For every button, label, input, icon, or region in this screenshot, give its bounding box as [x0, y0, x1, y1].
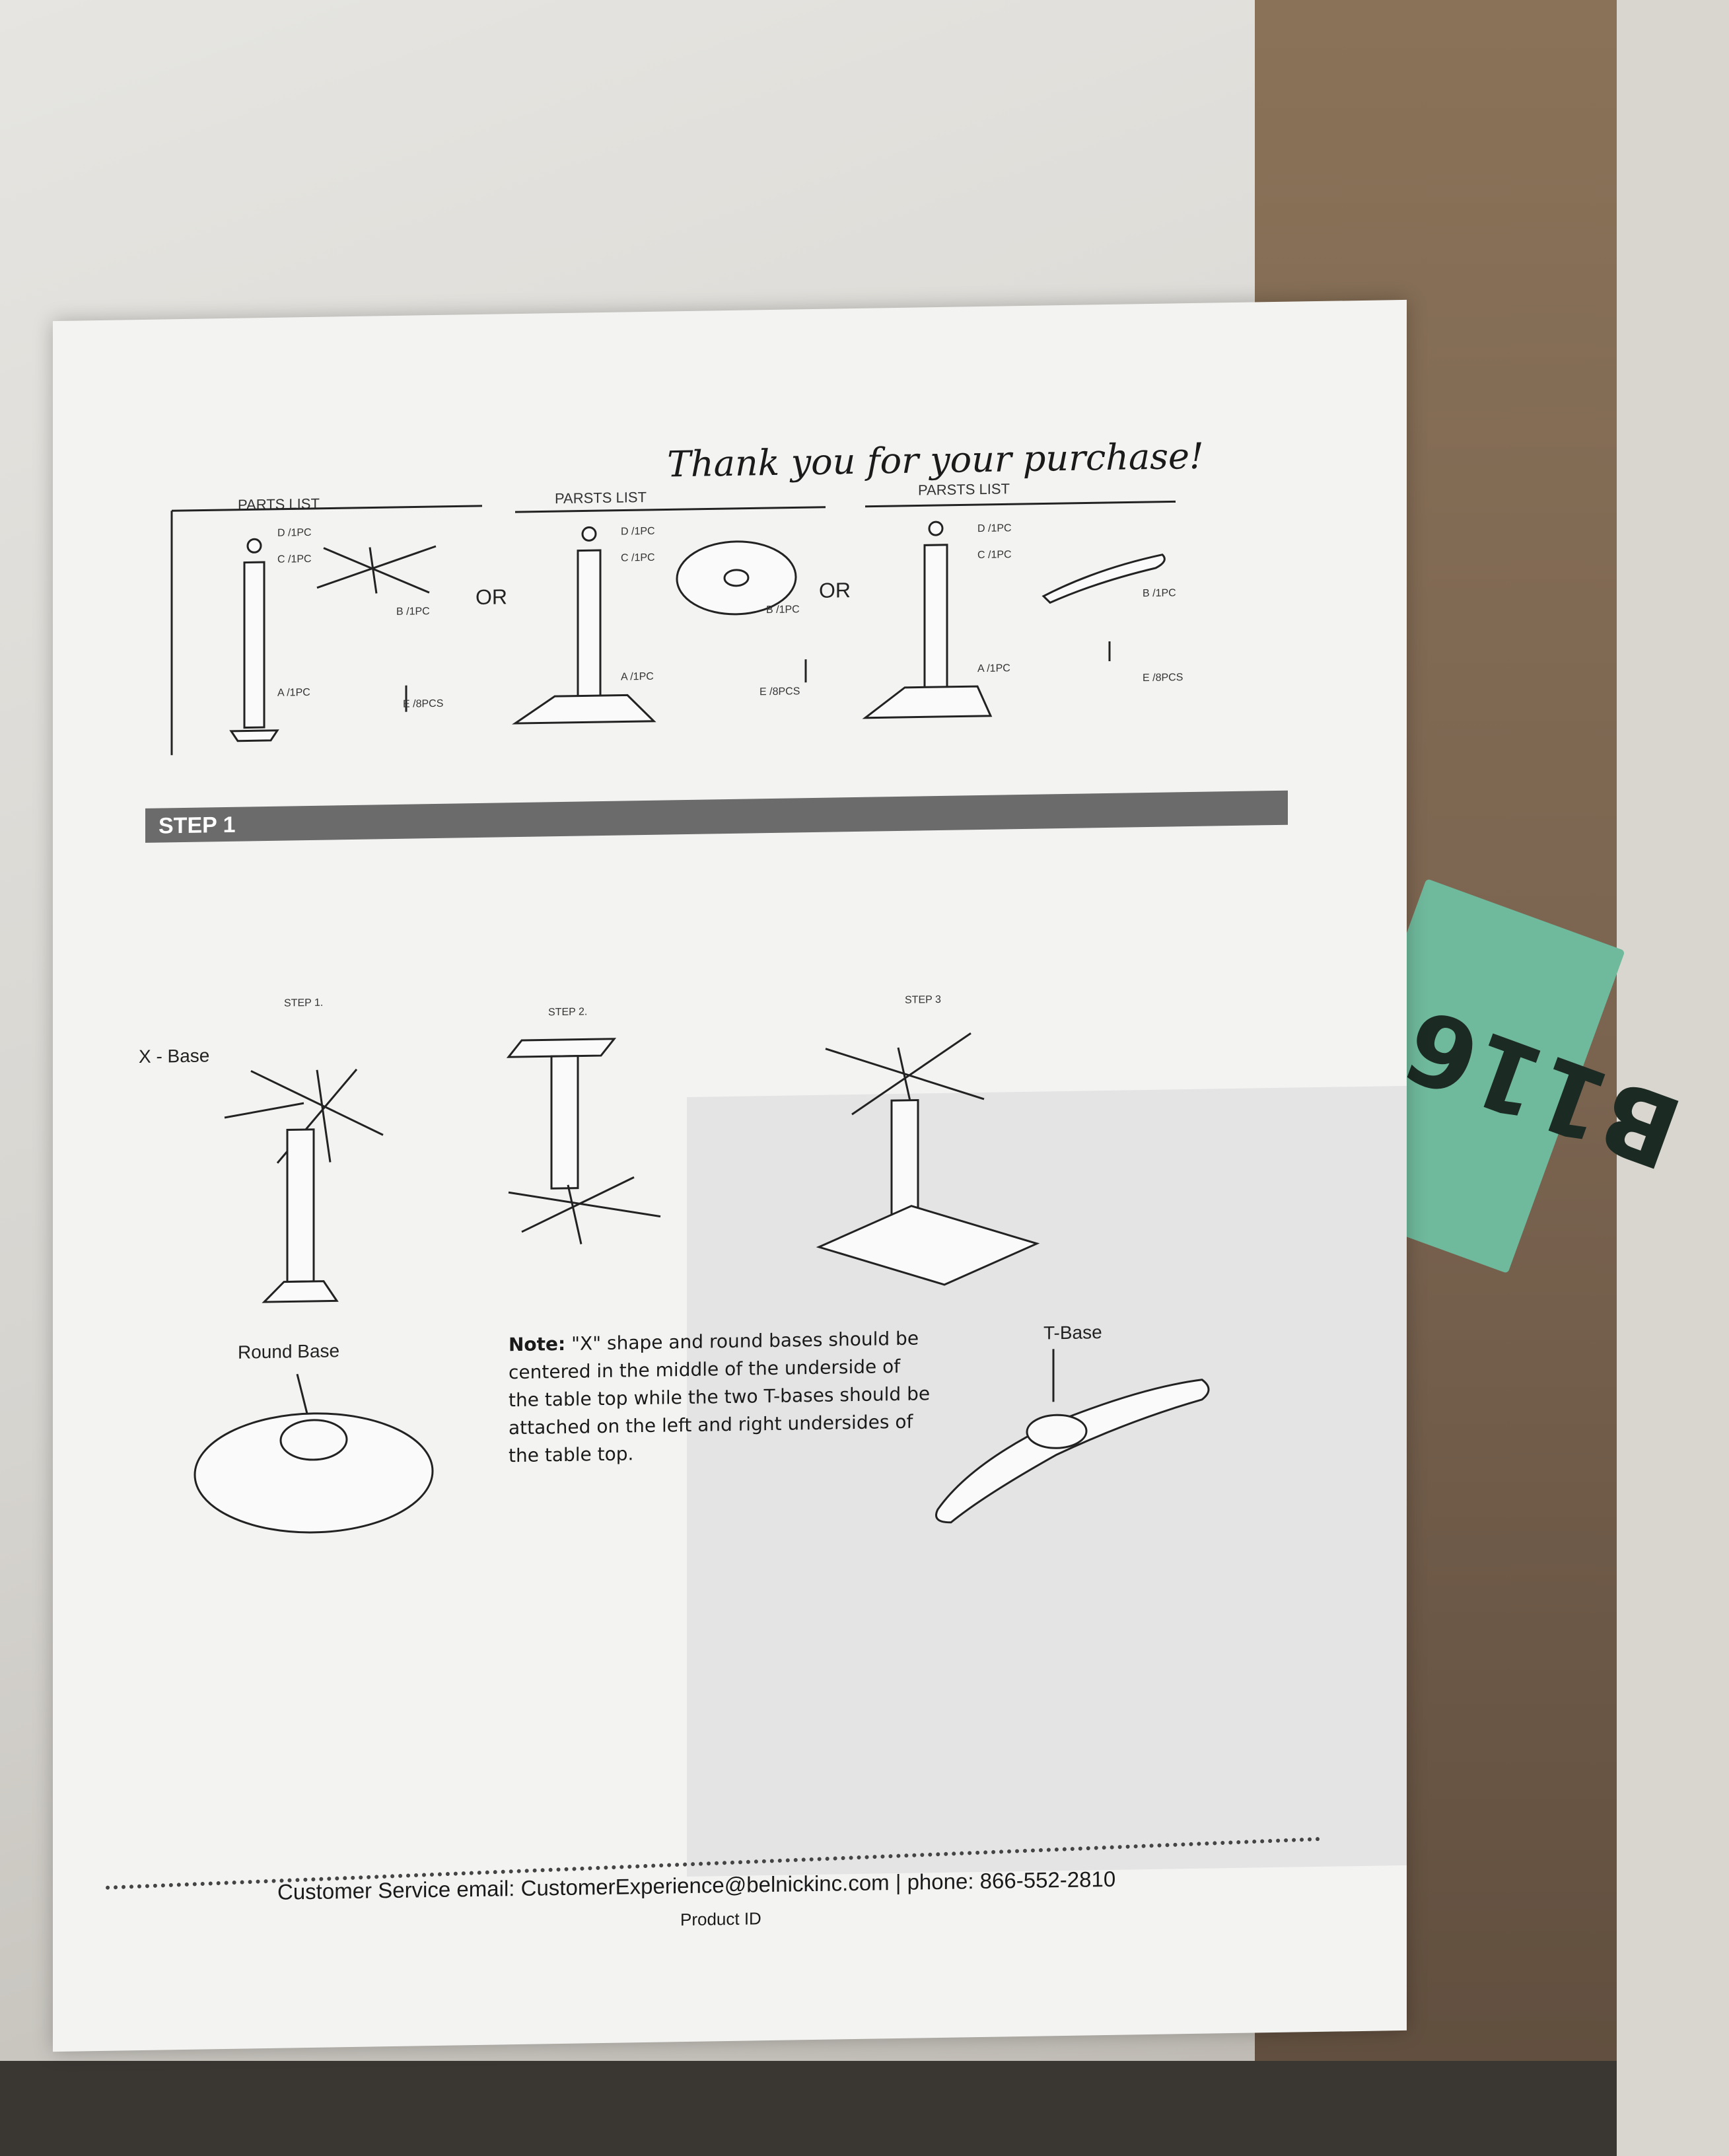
parts-list-1-illustration [170, 505, 482, 756]
p2-label-b: B /1PC [766, 604, 800, 616]
floor [0, 2061, 1617, 2156]
p1-label-b: B /1PC [396, 606, 430, 618]
step-3-illustration [816, 1032, 1040, 1286]
p1-label-e: E /8PCS [403, 698, 444, 710]
substep-3-label: STEP 3 [905, 993, 941, 1006]
substep-2-label: STEP 2. [548, 1006, 588, 1019]
p3-label-a: A /1PC [977, 663, 1010, 675]
p3-label-b: B /1PC [1143, 587, 1176, 600]
t-base-label: T-Base [1043, 1322, 1102, 1344]
p2-label-e: E /8PCS [759, 686, 800, 698]
p3-label-e: E /8PCS [1143, 672, 1183, 684]
p1-label-c: C /1PC [277, 553, 312, 565]
or-divider-1: OR [476, 585, 507, 610]
x-base-label: X - Base [139, 1045, 210, 1067]
assembly-note: Note: "X" shape and round bases should b… [509, 1324, 931, 1470]
note-text: "X" shape and round bases should be cent… [509, 1327, 931, 1467]
sheet-title: Thank you for your purchase! [667, 435, 1204, 485]
or-divider-2: OR [819, 578, 851, 602]
parts-list-2-heading: PARSTS LIST [555, 488, 647, 507]
round-base-illustration [194, 1373, 434, 1534]
p3-label-d: D /1PC [977, 522, 1012, 535]
parts-list-2-illustration [512, 506, 826, 725]
p2-label-d: D /1PC [621, 525, 655, 538]
round-base-label: Round Base [238, 1340, 340, 1363]
substep-1-label: STEP 1. [284, 997, 324, 1009]
step-1-bar: STEP 1 [145, 790, 1288, 843]
p2-label-a: A /1PC [621, 670, 654, 683]
step-1-heading: STEP 1 [159, 812, 236, 839]
parts-list-3-illustration [862, 500, 1176, 719]
step-2-illustration [506, 1038, 661, 1244]
t-base-illustration [935, 1349, 1210, 1524]
product-id: Product ID [680, 1908, 761, 1930]
instruction-sheet: Thank you for your purchase! PARTS LIST … [53, 299, 1407, 2052]
p3-label-c: C /1PC [977, 549, 1012, 561]
note-bold: Note: [509, 1332, 566, 1356]
parts-list-3-heading: PARSTS LIST [918, 480, 1010, 499]
p1-label-d: D /1PC [277, 526, 312, 539]
step-1-illustration [224, 1068, 384, 1303]
p2-label-c: C /1PC [621, 552, 655, 564]
p1-label-a: A /1PC [277, 686, 310, 699]
box-tag-code: B116 [1390, 985, 1695, 1190]
